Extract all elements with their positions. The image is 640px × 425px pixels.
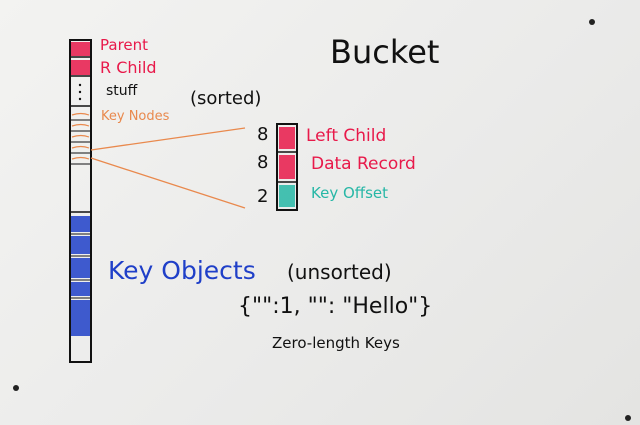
left-child-size: 8 [257, 124, 269, 145]
data-record-cell [279, 155, 295, 179]
r-child-cell [71, 60, 90, 75]
key-node-rows [71, 112, 90, 160]
zoom-line-bottom [90, 157, 246, 209]
key-offset-size: 2 [257, 186, 269, 207]
key-offset-label: Key Offset [311, 184, 389, 202]
board-dot [625, 415, 631, 421]
left-child-cell [279, 127, 295, 149]
unsorted-label: (unsorted) [287, 260, 392, 284]
r-child-label: R Child [100, 58, 157, 77]
board-dot [589, 19, 595, 25]
data-record-size: 8 [257, 152, 269, 173]
data-record-label: Data Record [311, 154, 416, 174]
key-nodes-label: Key Nodes [101, 109, 170, 124]
key-offset-cell [279, 185, 295, 207]
stuff-label: stuff [106, 83, 138, 99]
key-objects-example: {"":1, "": "Hello"} [238, 294, 433, 319]
key-object-cells [71, 216, 90, 336]
key-node-detail [276, 123, 298, 211]
zero-length-keys-label: Zero-length Keys [272, 334, 400, 352]
zoom-line-top [90, 127, 246, 151]
key-objects-label: Key Objects [108, 256, 256, 285]
parent-label: Parent [100, 36, 149, 54]
board-dot [13, 385, 19, 391]
sorted-label: (sorted) [190, 88, 262, 109]
left-child-label: Left Child [306, 126, 387, 146]
parent-cell [71, 42, 90, 56]
bucket-column [69, 39, 92, 363]
bucket-title: Bucket [330, 33, 440, 71]
